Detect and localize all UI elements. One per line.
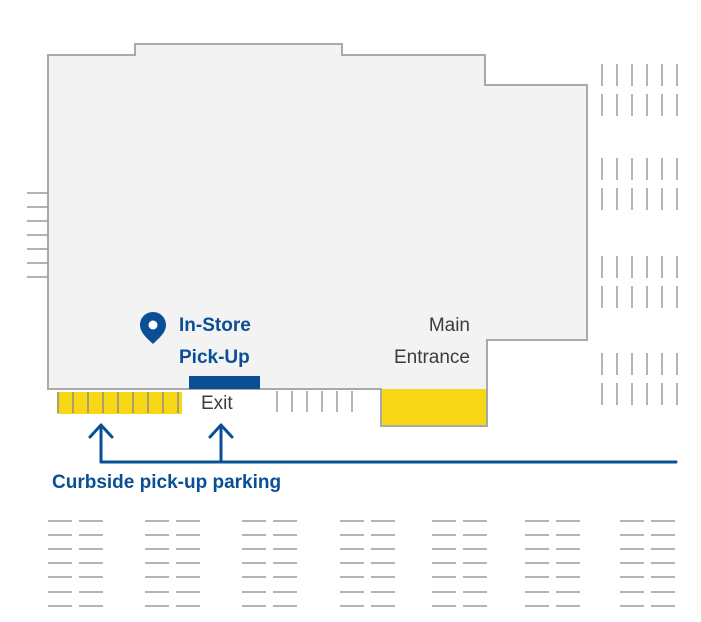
main-entrance-label-line2: Entrance bbox=[393, 347, 470, 368]
pickup-label-line1: In-Store bbox=[179, 315, 251, 336]
exit-stall-lines bbox=[276, 391, 353, 412]
right-parking-lines bbox=[601, 64, 678, 405]
left-parking-lines bbox=[27, 192, 48, 278]
pickup-label-line2: Pick-Up bbox=[179, 347, 250, 368]
location-pin-icon bbox=[140, 312, 166, 344]
curbside-parking-label: Curbside pick-up parking bbox=[52, 472, 282, 493]
exit-label: Exit bbox=[201, 393, 233, 414]
curbside-stall-lines bbox=[57, 392, 179, 413]
main-entrance-label-line1: Main bbox=[428, 315, 470, 336]
pickup-door bbox=[189, 376, 260, 389]
store-building bbox=[47, 43, 588, 427]
up-arrow-icon bbox=[88, 423, 114, 464]
bottom-parking-lot bbox=[48, 520, 675, 607]
entrance-yellow-block bbox=[382, 389, 486, 425]
curbside-route bbox=[88, 423, 678, 464]
up-arrow-icon bbox=[208, 423, 234, 464]
